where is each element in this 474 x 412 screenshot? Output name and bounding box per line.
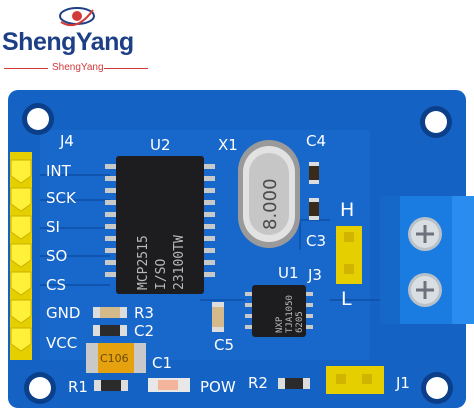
mounting-holes — [22, 103, 453, 404]
u1-marking-2: TJA1050 — [285, 295, 295, 333]
label-l: L — [341, 288, 352, 310]
label-c1: C1 — [152, 354, 172, 372]
label-c3: C3 — [306, 232, 326, 250]
brand-divider-left — [4, 68, 48, 69]
label-c2: C2 — [134, 322, 154, 340]
u1-marking-1: NXP — [275, 316, 285, 333]
label-r1: R1 — [68, 378, 88, 396]
brand-divider-right — [104, 68, 148, 69]
label-int: INT — [46, 162, 72, 180]
pcb-traces — [40, 174, 380, 301]
label-j4: J4 — [59, 132, 74, 150]
u2-marking-2: I/SO — [154, 259, 169, 290]
c1-capacitor — [86, 343, 146, 373]
label-vcc: VCC — [46, 334, 77, 352]
u1-chip — [245, 285, 313, 337]
screw-terminal — [380, 196, 474, 324]
j1-header — [326, 366, 384, 394]
label-x1: X1 — [218, 136, 238, 154]
label-so: SO — [46, 247, 67, 265]
u2-marking-3: 23100TW — [172, 235, 187, 290]
label-sck: SCK — [46, 189, 77, 207]
label-gnd: GND — [46, 304, 80, 322]
u2-marking-1: MCP2515 — [136, 235, 151, 290]
label-c5: C5 — [214, 336, 234, 354]
label-si: SI — [46, 218, 60, 236]
j4-header — [10, 152, 32, 360]
c1-marking: C106 — [100, 352, 129, 365]
label-cs: CS — [46, 276, 66, 294]
brand-subname: ShengYang — [52, 62, 104, 73]
label-pow: POW — [200, 378, 236, 396]
j3-header — [336, 226, 362, 284]
label-j3: J3 — [307, 266, 322, 284]
label-u1: U1 — [278, 264, 299, 282]
label-j1: J1 — [395, 374, 410, 392]
brand-name: ShengYang — [2, 28, 134, 56]
eye-logo-icon — [59, 7, 95, 26]
crystal-marking: 8.000 — [260, 178, 281, 230]
smd-components — [93, 162, 319, 392]
label-c4: C4 — [306, 132, 326, 150]
label-h: H — [340, 199, 354, 221]
label-u2: U2 — [150, 136, 171, 154]
label-r2: R2 — [248, 374, 268, 392]
label-r3: R3 — [134, 304, 154, 322]
u1-marking-3: 6205 — [295, 311, 305, 333]
u2-chip — [105, 156, 215, 294]
x1-crystal — [238, 140, 300, 248]
